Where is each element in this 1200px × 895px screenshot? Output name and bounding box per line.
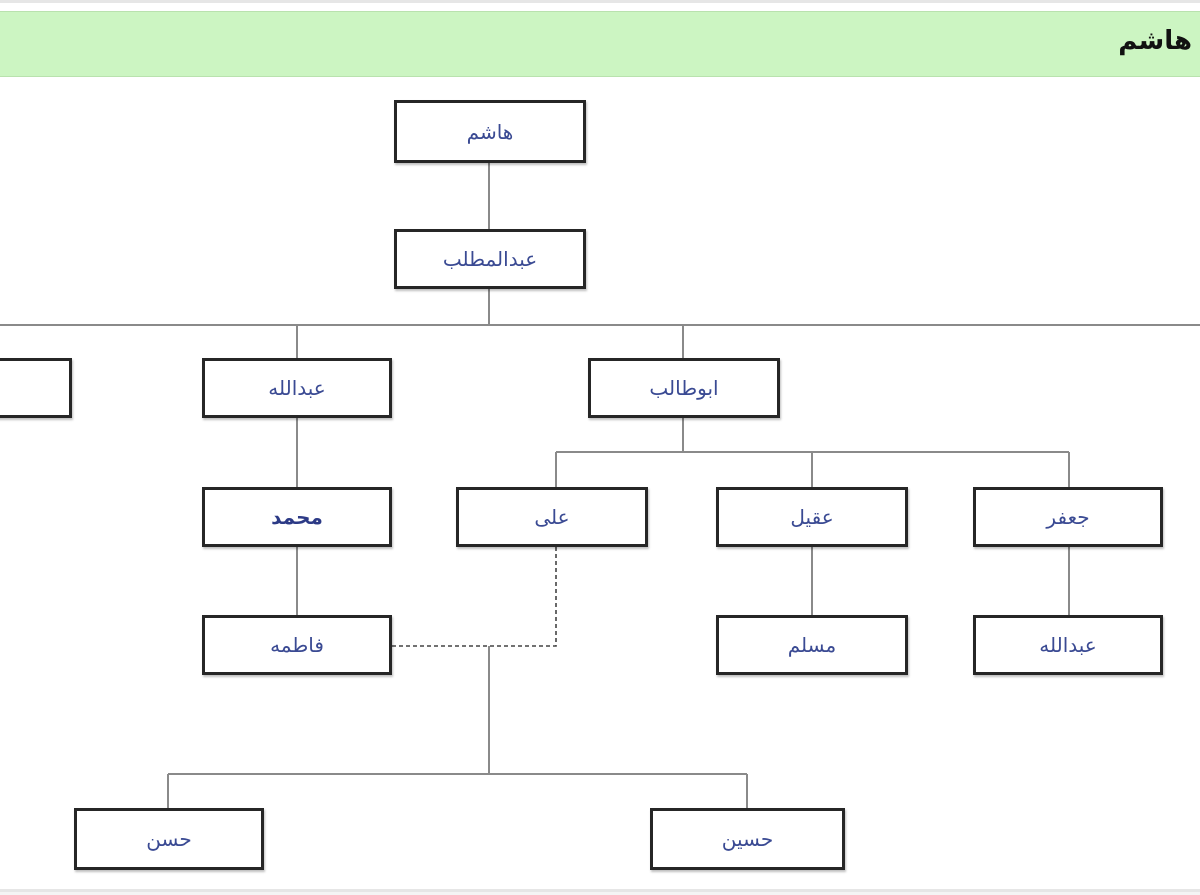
node-aqil: عقیل (716, 487, 908, 547)
node-hasan: حسن (74, 808, 264, 870)
node-abdullah: عبدالله (202, 358, 392, 418)
node-cut-off (0, 358, 72, 418)
node-muhammad-label: محمد (271, 505, 323, 529)
node-abutalib-label: ابوطالب (649, 376, 719, 400)
node-hasan-label: حسن (146, 827, 192, 851)
node-ali: علی (456, 487, 648, 547)
node-abdulmuttalib-label: عبدالمطلب (442, 247, 538, 271)
node-ali-label: علی (534, 505, 570, 529)
node-jafar: جعفر (973, 487, 1163, 547)
node-abdullah-son-of-jafar-label: عبدالله (1039, 633, 1097, 657)
node-abutalib: ابوطالب (588, 358, 780, 418)
node-hashim: هاشم (394, 100, 586, 163)
connector-lines (0, 163, 1200, 808)
node-abdulmuttalib: عبدالمطلب (394, 229, 586, 289)
node-muslim: مسلم (716, 615, 908, 675)
header-bar: هاشم (0, 11, 1200, 77)
node-fatima: فاطمه (202, 615, 392, 675)
node-muhammad: محمد (202, 487, 392, 547)
node-jafar-label: جعفر (1046, 505, 1090, 529)
node-fatima-label: فاطمه (270, 633, 324, 657)
node-abdullah-son-of-jafar: عبدالله (973, 615, 1163, 675)
node-husayn: حسین (650, 808, 845, 870)
node-husayn-label: حسین (721, 827, 774, 851)
node-muslim-label: مسلم (787, 633, 837, 657)
header-title: هاشم (1118, 26, 1192, 56)
node-aqil-label: عقیل (790, 505, 834, 529)
node-hashim-label: هاشم (466, 119, 514, 144)
line-ali-fatima-marriage (391, 547, 557, 647)
node-abdullah-label: عبدالله (268, 376, 326, 400)
